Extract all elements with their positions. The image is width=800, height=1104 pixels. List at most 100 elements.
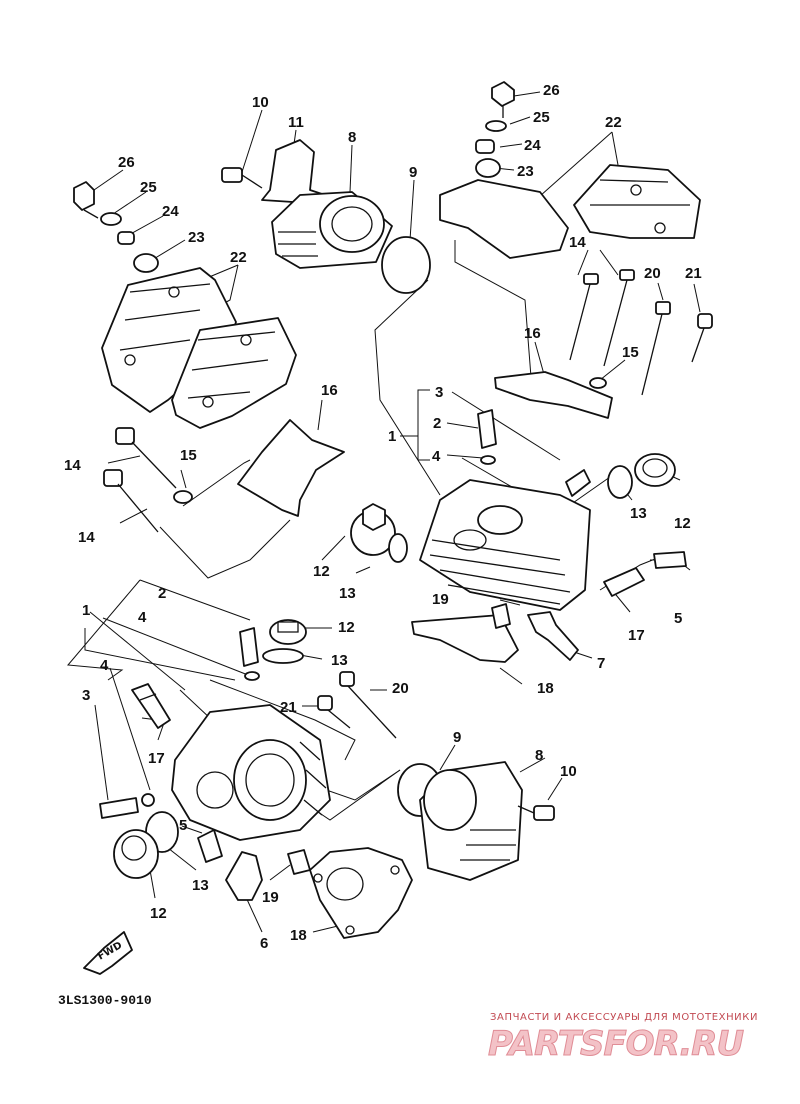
callout-15b: 15 (180, 447, 197, 464)
callout-25b: 25 (533, 109, 550, 126)
callout-25a: 25 (140, 179, 157, 196)
o-ring-13-right (607, 465, 633, 499)
callout-1a: 1 (388, 428, 396, 445)
callout-20b: 20 (392, 680, 409, 697)
callout-13d: 13 (192, 877, 209, 894)
callout-8a: 8 (348, 129, 356, 146)
valve-lifter-2-left (239, 627, 259, 667)
stud-bolts-14-left (103, 427, 177, 533)
callout-26a: 26 (118, 154, 135, 171)
callout-4a: 4 (432, 448, 441, 465)
callout-13a: 13 (630, 505, 647, 522)
callout-5a: 5 (674, 610, 682, 627)
callout-9a: 9 (409, 164, 417, 181)
callout-24b: 24 (524, 137, 541, 154)
callout-17b: 17 (148, 750, 165, 767)
bolt-26-upper-left (73, 181, 99, 219)
callout-19b: 19 (262, 889, 279, 906)
dowel-5-right (653, 551, 687, 569)
bolt-21-lower (317, 695, 351, 729)
spark-plug-17-left (131, 683, 171, 729)
callout-4b: 4 (138, 609, 147, 626)
plug-12-lower-middle (269, 619, 307, 645)
spark-plug-17-right (603, 567, 645, 597)
callout-14c: 14 (78, 529, 95, 546)
callout-10b: 10 (560, 763, 577, 780)
washer-15-right (589, 377, 607, 389)
washer-25-upper-left (100, 212, 122, 226)
washer-15-left (173, 490, 193, 504)
callout-11: 11 (288, 114, 304, 131)
plug-12-center (350, 503, 396, 556)
callout-12c: 12 (338, 619, 355, 636)
callout-20a: 20 (644, 265, 661, 282)
valve-lifter-2-right (477, 409, 497, 449)
callout-2a: 2 (433, 415, 441, 432)
callout-14a: 14 (569, 234, 586, 251)
callout-19a: 19 (432, 591, 449, 608)
callout-12d: 12 (150, 905, 167, 922)
callout-1b: 1 (82, 602, 90, 619)
callout-3a: 3 (435, 384, 443, 401)
callout-4c: 4 (100, 657, 109, 674)
valve-3-left (99, 797, 139, 819)
intake-manifold-8-lower (419, 761, 523, 881)
callout-17a: 17 (628, 627, 645, 644)
bolt-21-right (691, 313, 713, 363)
dowel-5-lower (197, 829, 223, 863)
plug-12-lower-left (113, 829, 159, 879)
clip-4-lower (141, 793, 155, 807)
head-cover-22-top-right (573, 164, 701, 239)
pipe-7 (527, 611, 579, 661)
bolt-10-lower (517, 805, 555, 821)
bolt-20-lower (339, 671, 397, 739)
valve-3-right (565, 469, 591, 497)
callout-8b: 8 (535, 747, 543, 764)
o-ring-9-top (381, 236, 431, 294)
stud-bolts-14-right (569, 269, 635, 367)
cylinder-head-lower (171, 704, 331, 841)
bracket-11 (261, 139, 329, 205)
callout-26b: 26 (543, 82, 560, 99)
pipe-6 (225, 851, 263, 901)
callout-12b: 12 (313, 563, 330, 580)
callout-14b: 14 (64, 457, 81, 474)
clip-4-right (480, 455, 496, 465)
grommet-24-upper-left (117, 231, 135, 245)
callout-16a: 16 (524, 325, 541, 342)
pipe-19-lower (287, 849, 311, 875)
callout-15a: 15 (622, 344, 639, 361)
bolt-10-top (221, 167, 263, 189)
callout-13b: 13 (339, 585, 356, 602)
o-ring-13-lower-middle (262, 648, 304, 664)
gasket-18-lower (309, 847, 413, 939)
collar-23-top-right (475, 158, 501, 178)
fwd-arrow-icon: FWD (83, 931, 133, 975)
callout-21a: 21 (685, 265, 702, 282)
bolt-20-right (641, 301, 671, 396)
cylinder-head-upper-right (419, 479, 591, 611)
callout-6: 6 (260, 935, 268, 952)
bolt-26-top-right (491, 81, 515, 118)
callout-16b: 16 (321, 382, 338, 399)
callout-5b: 5 (179, 817, 187, 834)
o-ring-13-center (388, 533, 408, 563)
head-cover-22-top-middle (439, 179, 569, 259)
watermark-brand: PARTSFOR.RU (488, 1024, 743, 1064)
callout-22a: 22 (230, 249, 247, 266)
head-cover-22-left (101, 267, 297, 429)
callout-numbers: 26 25 24 23 22 10 11 8 9 26 25 24 23 22 … (64, 82, 702, 952)
callout-24a: 24 (162, 203, 179, 220)
watermark: ЗАПЧАСТИ И АКСЕССУАРЫ ДЛЯ МОТОТЕХНИКИ PA… (488, 1012, 758, 1065)
callout-23b: 23 (517, 163, 534, 180)
callout-3b: 3 (82, 687, 90, 704)
collar-23-upper-left (133, 253, 159, 273)
plug-12-right (634, 453, 676, 487)
callout-22b: 22 (605, 114, 622, 131)
callout-23a: 23 (188, 229, 205, 246)
grommet-24-top-right (475, 139, 495, 154)
callout-18a: 18 (537, 680, 554, 697)
parts: FWD (73, 81, 713, 975)
pipe-19-right (491, 603, 511, 629)
